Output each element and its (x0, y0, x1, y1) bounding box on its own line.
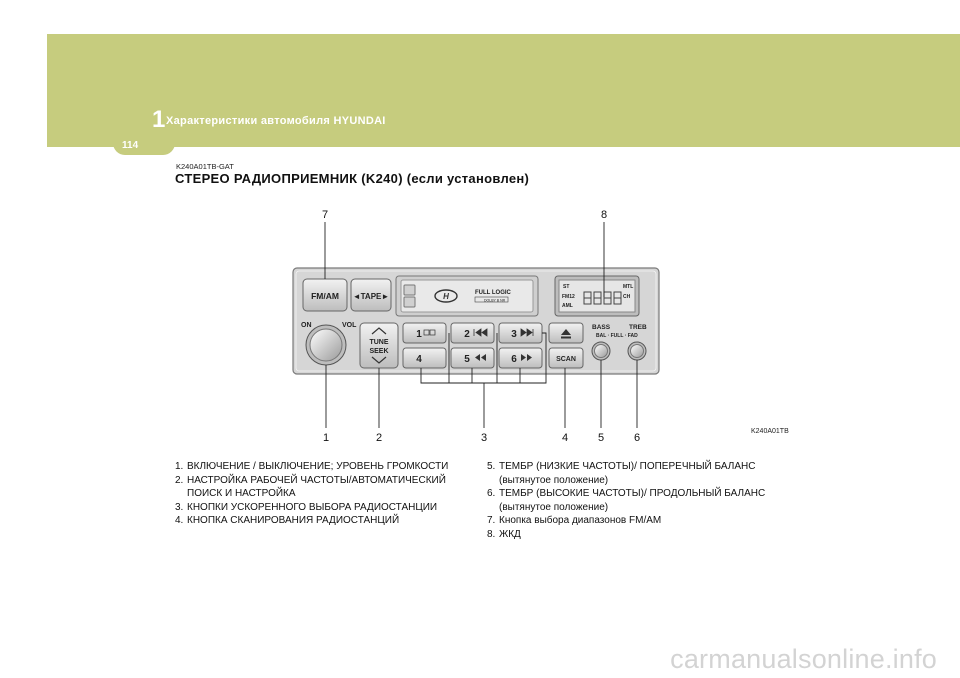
volume-knob[interactable] (305, 324, 347, 366)
callout-5: 5 (598, 432, 604, 444)
chapter-number: 1 (152, 106, 166, 133)
bal-full-fad-label: BAL · FULL · FAD (596, 333, 638, 339)
preset-button-4[interactable]: 4 (402, 347, 447, 369)
legend-item: 8.ЖКД (487, 528, 521, 540)
callout-7: 7 (322, 209, 328, 221)
legend-right: 5.ТЕМБР (НИЗКИЕ ЧАСТОТЫ)/ ПОПЕРЕЧНЫЙ БАЛ… (487, 460, 787, 541)
dolby-label: DOLBY B NR (484, 299, 506, 303)
treble-knob[interactable] (627, 341, 647, 361)
page-number-tab (113, 133, 175, 155)
legend-item: 2.НАСТРОЙКА РАБОЧЕЙ ЧАСТОТЫ/АВТОМАТИЧЕСК… (175, 474, 446, 500)
tape-button[interactable]: ◄TAPE► (350, 278, 392, 312)
svg-text:5: 5 (464, 354, 470, 365)
svg-text:4: 4 (416, 354, 422, 365)
full-logic-label: FULL LOGIC (475, 290, 512, 296)
seek-label: SEEK (369, 348, 388, 355)
preset-button-5[interactable]: 5 (450, 347, 495, 369)
tape-label: ◄TAPE► (353, 292, 390, 301)
tune-label: TUNE (369, 339, 388, 346)
fm-am-button[interactable]: FM/AM (302, 278, 348, 312)
lcd-display: ST MTL FM12 AML CH (554, 275, 640, 317)
callout-8: 8 (601, 209, 607, 221)
bass-label: BASS (592, 324, 611, 331)
legend-item: 5.ТЕМБР (НИЗКИЕ ЧАСТОТЫ)/ ПОПЕРЕЧНЫЙ БАЛ… (487, 461, 756, 486)
legend-item: 1.ВКЛЮЧЕНИЕ / ВЫКЛЮЧЕНИЕ; УРОВЕНЬ ГРОМКО… (175, 461, 449, 472)
vol-label: VOL (342, 322, 357, 329)
section-code: K240A01TB-GAT (176, 162, 234, 171)
svg-text:CH: CH (623, 294, 631, 300)
svg-text:MTL: MTL (623, 284, 633, 290)
svg-text:SCAN: SCAN (556, 356, 576, 363)
legend-item: 6.ТЕМБР (ВЫСОКИЕ ЧАСТОТЫ)/ ПРОДОЛЬНЫЙ БА… (487, 488, 766, 513)
legend-item: 4.КНОПКА СКАНИРОВАНИЯ РАДИОСТАНЦИЙ (175, 515, 400, 526)
callout-4: 4 (562, 432, 568, 444)
preset-button-1[interactable]: 1 (402, 322, 447, 344)
fm-am-label: FM/AM (311, 291, 339, 301)
scan-button[interactable]: SCAN (548, 347, 584, 369)
legend-item: 3.КНОПКИ УСКОРЕННОГО ВЫБОРА РАДИОСТАНЦИИ (175, 501, 438, 513)
callout-2: 2 (376, 432, 382, 444)
callout-1: 1 (323, 432, 329, 444)
treb-label: TREB (629, 324, 647, 331)
watermark: carmanualsonline.info (670, 644, 937, 674)
svg-text:2: 2 (464, 329, 470, 340)
bass-knob[interactable] (591, 341, 611, 361)
figure-code: K240A01TB (751, 428, 789, 435)
svg-text:1: 1 (416, 329, 422, 340)
preset-button-3[interactable]: 3 (498, 322, 543, 344)
chapter-title: Характеристики автомобиля HYUNDAI (166, 115, 386, 127)
svg-text:FM12: FM12 (562, 294, 575, 300)
eject-button[interactable] (548, 322, 584, 344)
header-band (47, 34, 960, 147)
section-title: СТЕРЕО РАДИОПРИЕМНИК (K240) (если устано… (175, 171, 530, 186)
svg-text:AML: AML (562, 303, 573, 309)
tune-seek-button[interactable]: TUNE SEEK (359, 322, 399, 369)
legend-item: 7.Кнопка выбора диапазонов FM/AM (487, 515, 662, 526)
svg-text:ST: ST (563, 284, 569, 290)
on-label: ON (301, 322, 312, 329)
callout-6: 6 (634, 432, 640, 444)
legend-left: 1.ВКЛЮЧЕНИЕ / ВЫКЛЮЧЕНИЕ; УРОВЕНЬ ГРОМКО… (175, 460, 475, 528)
svg-text:3: 3 (511, 329, 517, 340)
preset-button-2[interactable]: 2 (450, 322, 495, 344)
cassette-slot: H FULL LOGIC DOLBY B NR (395, 275, 539, 317)
callout-leader-lines (324, 222, 638, 428)
callout-3: 3 (481, 432, 487, 444)
page-number: 114 (122, 140, 139, 151)
hyundai-logo (434, 289, 458, 303)
svg-text:6: 6 (511, 354, 517, 365)
preset-button-6[interactable]: 6 (498, 347, 543, 369)
svg-text:H: H (443, 292, 449, 301)
